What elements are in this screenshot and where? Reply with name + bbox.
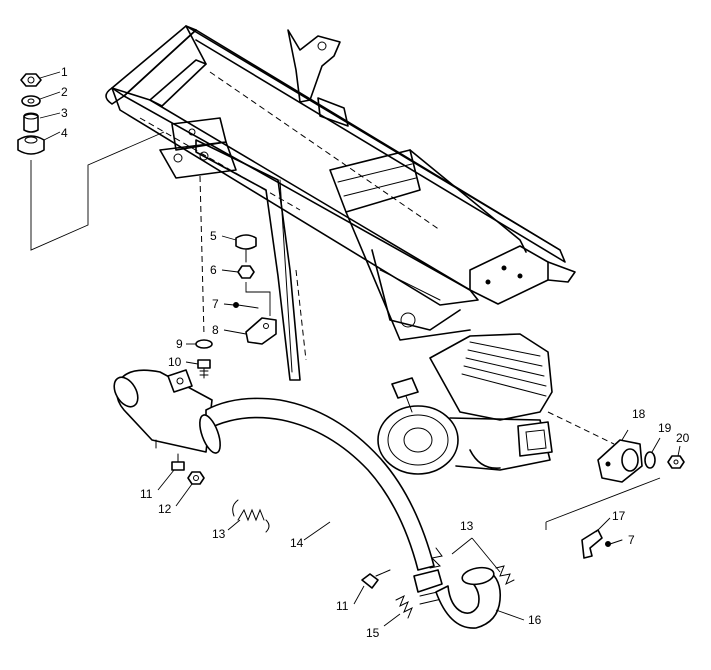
callout-1: 1 (61, 65, 68, 79)
callout-7-lower: 7 (628, 533, 635, 547)
callout-18: 18 (632, 407, 646, 421)
callout-16: 16 (528, 613, 542, 627)
callout-20: 20 (676, 431, 690, 445)
callout-13-left: 13 (212, 527, 226, 541)
callout-19: 19 (658, 421, 672, 435)
callout-3: 3 (61, 106, 68, 120)
callout-11-upper: 11 (140, 487, 153, 501)
callout-2: 2 (61, 85, 68, 99)
callout-13-right: 13 (460, 519, 474, 533)
muffler-bolt-and-nut (171, 453, 205, 485)
engine (377, 333, 615, 475)
callout-17: 17 (612, 509, 626, 523)
callout-11-lower: 11 (336, 599, 349, 613)
callout-9: 9 (176, 337, 183, 351)
muffler-and-exhaust-pipe (113, 369, 447, 605)
callout-labels: 1 2 3 4 5 6 7 8 9 10 11 12 13 14 11 15 1… (61, 65, 690, 640)
exhaust-spring-left (232, 499, 270, 533)
exhaust-spring-right (429, 537, 515, 586)
vehicle-frame (105, 25, 576, 381)
callout-12: 12 (158, 502, 172, 516)
callout-10: 10 (168, 355, 182, 369)
exhaust-flange-hardware (597, 439, 685, 483)
exhaust-spring-lower (395, 594, 413, 619)
callout-8: 8 (212, 323, 219, 337)
muffler-mount-hardware (195, 175, 277, 379)
front-head-pipe (435, 566, 525, 629)
rear-mount-stack (17, 73, 165, 251)
callout-7-upper: 7 (212, 297, 219, 311)
callout-6: 6 (210, 263, 217, 277)
callout-5: 5 (210, 229, 217, 243)
pipe-clamp-bolt (361, 569, 391, 589)
callout-14: 14 (290, 536, 304, 550)
front-pipe-bracket (545, 477, 661, 559)
callout-leaders (39, 71, 681, 627)
callout-4: 4 (61, 126, 68, 140)
callout-15: 15 (366, 626, 380, 640)
